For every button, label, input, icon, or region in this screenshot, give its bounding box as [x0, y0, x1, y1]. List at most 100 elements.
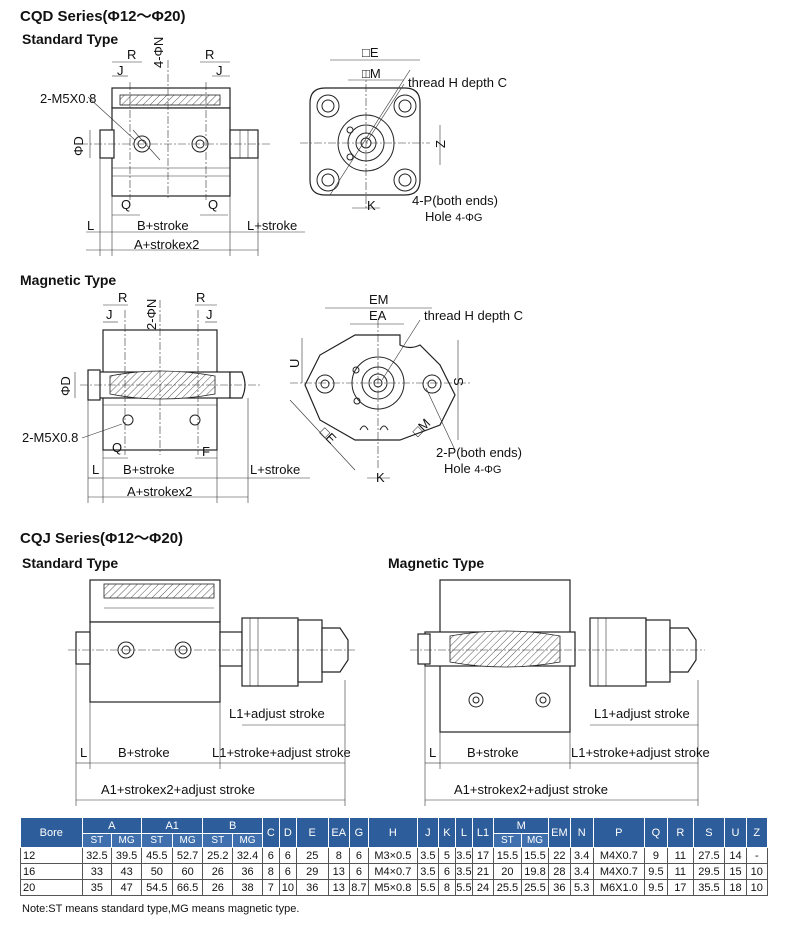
cqd-mag-thread: thread H depth C: [424, 308, 524, 323]
bore-cell: 16: [20, 863, 83, 880]
cqj-std-b: B+stroke: [118, 745, 170, 760]
table-cell: 10: [745, 879, 769, 896]
bore-cell: 12: [20, 847, 83, 864]
table-cell: 54.5: [140, 879, 173, 896]
table-cell: 5.5: [454, 879, 473, 896]
table-cell: 47: [111, 879, 142, 896]
table-cell: 6: [437, 863, 456, 880]
cqd-std-hole-g: 4-ΦG: [455, 212, 483, 224]
cqd-std-m: □M: [362, 66, 381, 81]
table-cell: 13: [327, 863, 350, 880]
table-cell: M4×0.7: [367, 863, 418, 880]
cqj-mag-l1stroke: L1+stroke+adjust stroke: [571, 745, 710, 760]
cqj-mag-a1: A1+strokex2+adjust stroke: [454, 782, 608, 797]
th-a1-mg: MG: [171, 833, 204, 848]
th-u: U: [724, 817, 747, 848]
table-cell: 52.7: [171, 847, 204, 864]
table-cell: 15.5: [520, 847, 550, 864]
bore-cell: 20: [20, 879, 83, 896]
cqd-std-m5: 2-M5X0.8: [40, 91, 97, 106]
table-cell: 36: [295, 879, 329, 896]
cqd-series-title: CQD Series(Φ12～Φ20): [20, 8, 186, 25]
th-a: A: [81, 817, 142, 834]
table-cell: 20: [493, 863, 522, 880]
cqd-mag-a: A+strokex2: [127, 484, 193, 499]
table-cell: M6X1.0: [592, 879, 645, 896]
cqd-std-k: K: [367, 198, 376, 213]
cqd-mag-l: L: [92, 462, 100, 477]
table-cell: 3.4: [569, 863, 594, 880]
table-cell: 5.3: [569, 879, 594, 896]
cqj-std-l: L: [80, 745, 88, 760]
th-j: J: [416, 817, 439, 848]
spec-table: Bore A A1 B C D E EA G H J K L L1 M EM N…: [20, 817, 769, 896]
cqd-mag-hole: Hole 4-ΦG: [444, 461, 502, 476]
cqd-standard-title: Standard Type: [22, 31, 119, 47]
th-b: B: [202, 817, 263, 834]
table-cell: 66.5: [171, 879, 204, 896]
cqd-std-e: □E: [362, 45, 379, 60]
table-cell: 3.5: [454, 847, 473, 864]
table-cell: 15.5: [493, 847, 522, 864]
table-cell: 8: [261, 863, 280, 880]
table-cell: 32.4: [232, 847, 263, 864]
table-cell: 3.5: [416, 847, 439, 864]
cqd-mag-j-right: J: [206, 307, 213, 322]
cqd-std-a: A+strokex2: [134, 237, 200, 252]
table-cell: 38: [232, 879, 263, 896]
th-d: D: [278, 817, 297, 848]
th-m-st: ST: [493, 833, 522, 848]
table-cell: 5.5: [416, 879, 439, 896]
table-cell: 39.5: [111, 847, 142, 864]
table-cell: 3.4: [569, 847, 594, 864]
table-cell: 43: [111, 863, 142, 880]
table-cell: 11: [667, 847, 694, 864]
th-ea: EA: [327, 817, 350, 848]
cqd-mag-p: 2-P(both ends): [436, 445, 522, 460]
th-l: L: [454, 817, 473, 848]
table-cell: 27.5: [692, 847, 726, 864]
cqj-series-title: CQJ Series(Φ12～Φ20): [20, 530, 184, 547]
cqd-mag-f: F: [202, 444, 210, 459]
cqd-std-q-left: Q: [121, 197, 132, 212]
table-cell: 50: [140, 863, 173, 880]
table-cell: M3×0.5: [367, 847, 418, 864]
table-cell: 25: [295, 847, 329, 864]
cqd-mag-em: EM: [369, 292, 389, 307]
cqd-std-j-left: J: [117, 63, 124, 78]
table-cell: 6: [278, 847, 297, 864]
spec-header-row: Bore A A1 B C D E EA G H J K L L1 M EM N…: [20, 817, 769, 848]
th-k: K: [437, 817, 456, 848]
table-cell: 29: [295, 863, 329, 880]
table-cell: 18: [724, 879, 747, 896]
spec-subheader-row: ST MG ST MG ST MG ST MG: [21, 833, 768, 848]
cqd-std-thread: thread H depth C: [408, 75, 508, 90]
table-cell: 36: [232, 863, 263, 880]
table-cell: M5×0.8: [367, 879, 418, 896]
table-cell: 8.7: [348, 879, 369, 896]
cqd-std-j-right: J: [216, 63, 223, 78]
table-cell: M4X0.7: [592, 863, 645, 880]
cqj-std-a1: A1+strokex2+adjust stroke: [101, 782, 255, 797]
th-n: N: [569, 817, 594, 848]
table-cell: M4X0.7: [592, 847, 645, 864]
cqj-mag-l1adj: L1+adjust stroke: [594, 706, 690, 721]
cqd-mag-j-left: J: [106, 307, 113, 322]
table-cell: 25.5: [493, 879, 522, 896]
table-cell: 9: [643, 847, 669, 864]
th-m-mg: MG: [520, 833, 550, 848]
cqd-std-q-right: Q: [208, 197, 219, 212]
cqd-std-b: B+stroke: [137, 218, 189, 233]
table-cell: 25.2: [202, 847, 234, 864]
table-cell: 3.5: [454, 863, 473, 880]
table-cell: -: [745, 847, 769, 864]
th-m: M: [493, 817, 550, 834]
table-cell: 5: [437, 847, 456, 864]
